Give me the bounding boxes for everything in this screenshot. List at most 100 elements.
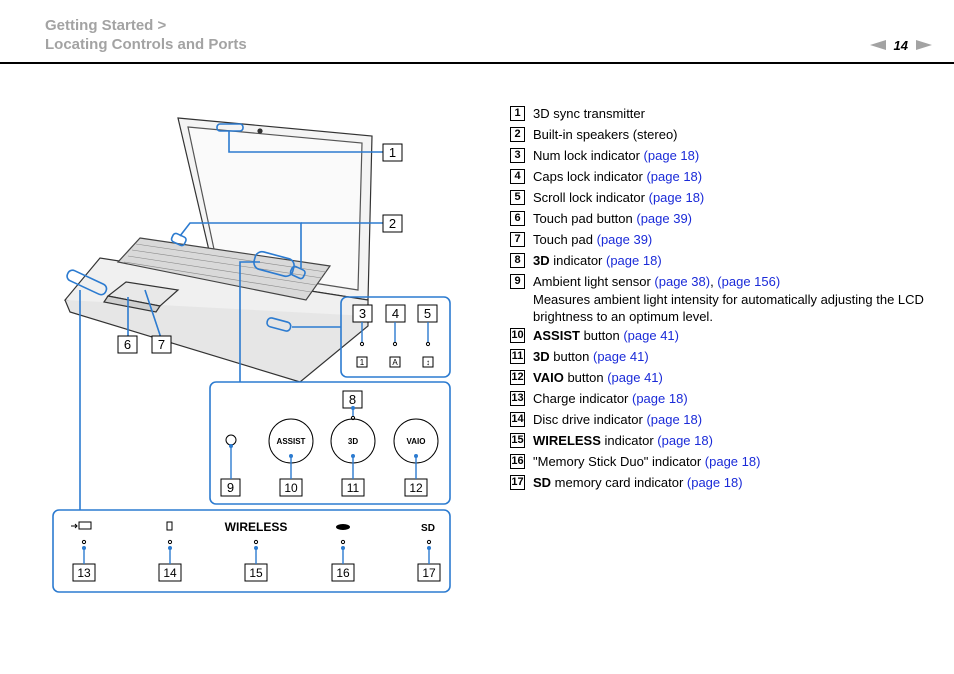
svg-text:↕: ↕ <box>426 358 430 367</box>
page-link[interactable]: (page 18) <box>606 253 662 268</box>
callout-12-label: 12 <box>409 481 423 495</box>
callout-9-label: 9 <box>227 480 234 495</box>
legend-description: button <box>549 349 593 364</box>
page-link[interactable]: (page 18) <box>632 391 688 406</box>
legend-description: Num lock indicator <box>533 148 644 163</box>
previous-page-arrow-icon[interactable] <box>869 40 886 50</box>
legend-number: 15 <box>510 433 525 448</box>
assist-button-label: ASSIST <box>277 437 306 446</box>
three-d-button-label: 3D <box>348 437 358 446</box>
callout-3-label: 3 <box>359 306 366 321</box>
callout-6: 6 <box>117 335 138 354</box>
page-link[interactable]: (page 18) <box>648 190 705 205</box>
page-link[interactable]: (page 41) <box>593 349 649 364</box>
callout-17: 17 <box>417 563 441 582</box>
next-page-arrow-icon[interactable] <box>916 40 932 50</box>
page-link[interactable]: (page 41) <box>623 328 679 343</box>
legend-description: Touch pad <box>533 232 597 247</box>
callout-8: 8 <box>342 390 363 409</box>
callout-9: 9 <box>220 478 241 497</box>
legend-number: 9 <box>510 274 525 289</box>
callout-16: 16 <box>331 563 355 582</box>
charge-icon <box>71 521 92 530</box>
legend-bold-term: VAIO <box>533 370 564 385</box>
callout-12: 12 <box>404 478 428 497</box>
legend-description: 3D sync transmitter <box>533 106 645 121</box>
callout-15: 15 <box>244 563 268 582</box>
legend-bold-term: WIRELESS <box>533 433 601 448</box>
header-rule <box>0 62 954 64</box>
legend-description: Built-in speakers (stereo) <box>533 127 678 142</box>
callout-3: 3 <box>352 304 373 323</box>
page-link[interactable]: (page 18) <box>646 412 703 427</box>
page-link[interactable]: (page 18) <box>643 148 700 163</box>
legend-text: VAIO button (page 41) <box>533 367 930 388</box>
legend-text: Charge indicator (page 18) <box>533 388 930 409</box>
callout-2: 2 <box>382 214 403 233</box>
legend-bold-term: SD <box>533 475 552 490</box>
legend-description: "Memory Stick Duo" indicator <box>533 454 705 469</box>
callout-5-label: 5 <box>424 306 431 321</box>
page-link[interactable]: (page 38) <box>654 274 711 289</box>
page-link[interactable]: (page 39) <box>636 211 693 226</box>
legend-text: 3D sync transmitter <box>533 103 930 124</box>
legend-number: 12 <box>510 370 525 385</box>
laptop-illustration <box>63 117 373 383</box>
callout-7-label: 7 <box>158 337 165 352</box>
page-link[interactable]: (page 18) <box>646 169 703 184</box>
legend-number: 7 <box>510 232 525 247</box>
disc-drive-icon <box>166 521 173 531</box>
legend-item: 3 Num lock indicator (page 18) <box>510 145 930 166</box>
page-link[interactable]: (page 18) <box>657 433 713 448</box>
callout-4: 4 <box>385 304 406 323</box>
page-link[interactable]: (page 39) <box>596 232 653 247</box>
svg-text:A: A <box>392 358 398 367</box>
page-navigation: 14 <box>869 37 932 53</box>
callout-1-label: 1 <box>389 145 396 160</box>
breadcrumb-parent[interactable]: Getting Started > <box>45 17 167 34</box>
legend-bold-term: 3D <box>533 349 550 364</box>
page-link[interactable]: (page 41) <box>607 370 663 385</box>
status-indicators: WIRELESS SD <box>71 520 435 564</box>
legend-number: 2 <box>510 127 525 142</box>
callout-13: 13 <box>72 563 96 582</box>
caps-lock-icon: A <box>389 356 401 368</box>
callout-1: 1 <box>382 143 403 162</box>
legend-number: 4 <box>510 169 525 184</box>
callout-14: 14 <box>158 563 182 582</box>
legend-item: 12 VAIO button (page 41) <box>510 367 930 388</box>
callout-17-label: 17 <box>422 566 436 580</box>
legend-number: 11 <box>510 349 525 364</box>
legend-number: 3 <box>510 148 525 163</box>
legend-text: Scroll lock indicator (page 18) <box>533 187 930 208</box>
legend-description: Caps lock indicator <box>533 169 647 184</box>
callout-4-label: 4 <box>392 306 399 321</box>
callout-10-label: 10 <box>284 481 298 495</box>
page-number: 14 <box>893 37 908 53</box>
page-link[interactable]: (page 18) <box>686 475 743 490</box>
legend-text: ASSIST button (page 41) <box>533 325 930 346</box>
legend-description: button <box>563 370 608 385</box>
legend-description: Ambient light sensor <box>533 274 655 289</box>
legend-text: "Memory Stick Duo" indicator (page 18) <box>533 451 930 472</box>
breadcrumb-current[interactable]: Locating Controls and Ports <box>45 36 247 53</box>
laptop-diagram: 1 2 3 4 5 6 7 8 9 10 11 12 13 14 15 16 1… <box>52 117 451 593</box>
page-link[interactable]: (page 156) <box>717 274 781 289</box>
legend-text: Built-in speakers (stereo) <box>533 124 930 145</box>
callout-11: 11 <box>341 478 365 497</box>
page-link[interactable]: (page 18) <box>704 454 761 469</box>
legend-bold-term: ASSIST <box>533 328 580 343</box>
vaio-button-label: VAIO <box>407 437 426 446</box>
legend-bold-term: 3D <box>533 253 550 268</box>
legend-number: 6 <box>510 211 525 226</box>
legend-note: Measures ambient light intensity for aut… <box>533 292 924 324</box>
